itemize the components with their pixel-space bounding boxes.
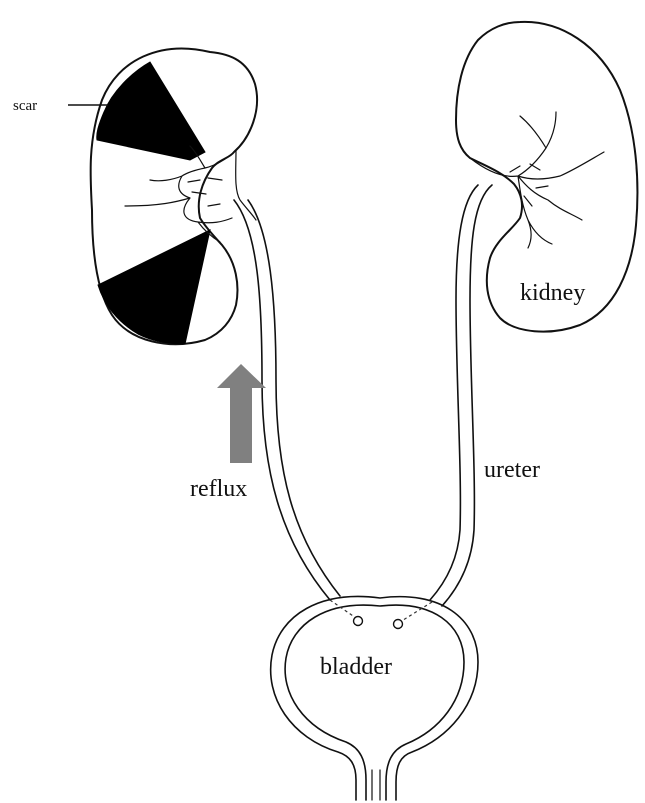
bladder-inner xyxy=(285,605,464,800)
scar-label: scar xyxy=(13,98,37,114)
reflux-arrow xyxy=(217,364,266,463)
reflux-arrow-head xyxy=(217,364,266,388)
kidney-label: kidney xyxy=(520,280,585,306)
left-ureteral-orifice xyxy=(354,617,363,626)
bladder xyxy=(271,597,478,800)
right-ureter xyxy=(430,185,492,606)
reflux-arrow-shaft xyxy=(230,385,252,463)
left-kidney xyxy=(91,49,257,345)
right-ureteral-orifice xyxy=(394,620,403,629)
ureter-label: ureter xyxy=(484,457,540,483)
reflux-label: reflux xyxy=(190,476,247,502)
bladder-label: bladder xyxy=(320,654,392,680)
urethra xyxy=(372,770,380,800)
